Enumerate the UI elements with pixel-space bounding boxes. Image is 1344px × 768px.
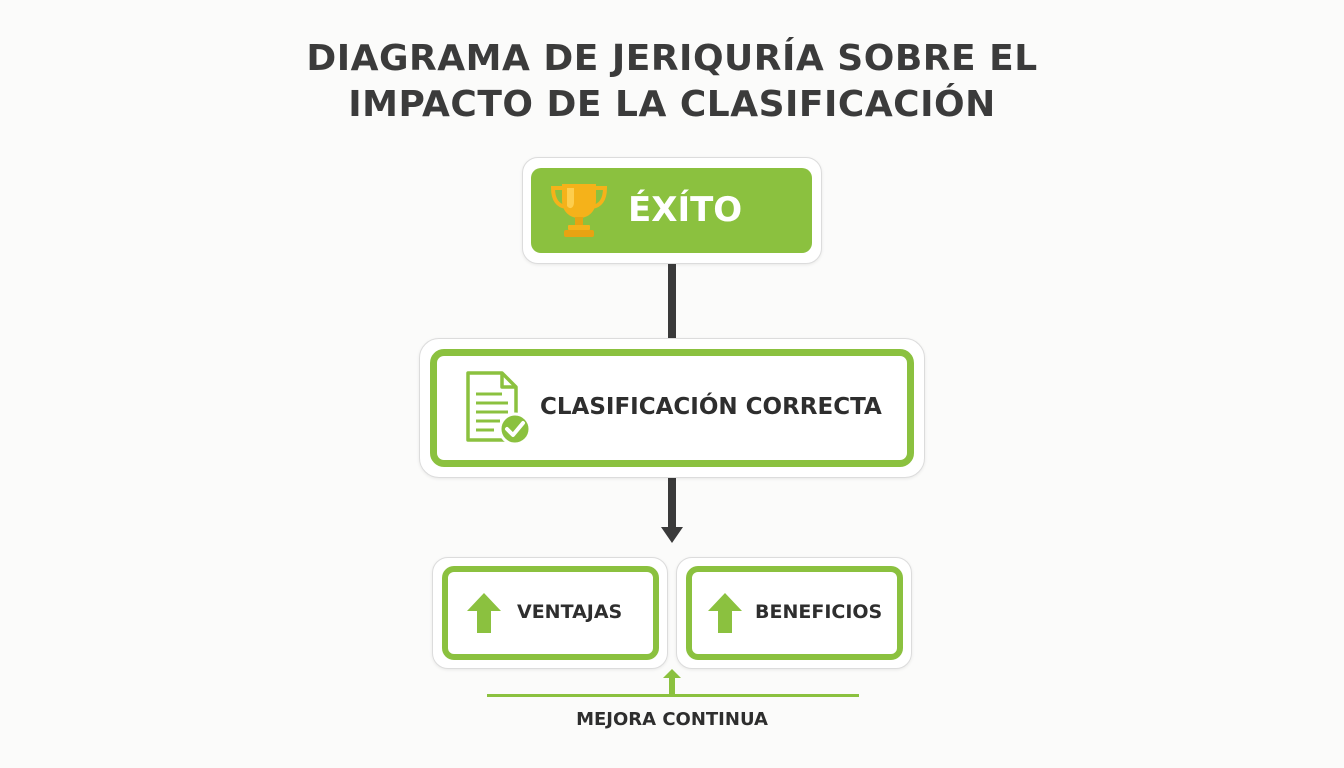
benefits-label: BENEFICIOS	[755, 601, 883, 623]
advantages-label: VENTAJAS	[517, 601, 623, 623]
connector-classification-to-results	[668, 477, 676, 529]
diagram-title-line-1: DIAGRAMA DE JERIQURÍA SOBRE EL	[306, 38, 1038, 79]
arrow-up-icon	[708, 593, 742, 633]
trophy-icon	[550, 184, 608, 237]
continuous-improvement-line	[487, 694, 859, 697]
advantages-node	[442, 566, 659, 660]
arrow-up-icon	[663, 669, 681, 695]
document-check-icon	[466, 371, 532, 446]
arrow-down-icon	[661, 527, 683, 543]
classification-label: CLASIFICACIÓN CORRECTA	[540, 394, 882, 420]
continuous-improvement-label: MEJORA CONTINUA	[576, 709, 768, 730]
diagram-title-line-2: IMPACTO DE LA CLASIFICACIÓN	[348, 84, 996, 125]
connector-success-to-classification	[668, 264, 676, 338]
success-label: ÉXÍTO	[628, 190, 743, 230]
arrow-up-icon	[467, 593, 501, 633]
